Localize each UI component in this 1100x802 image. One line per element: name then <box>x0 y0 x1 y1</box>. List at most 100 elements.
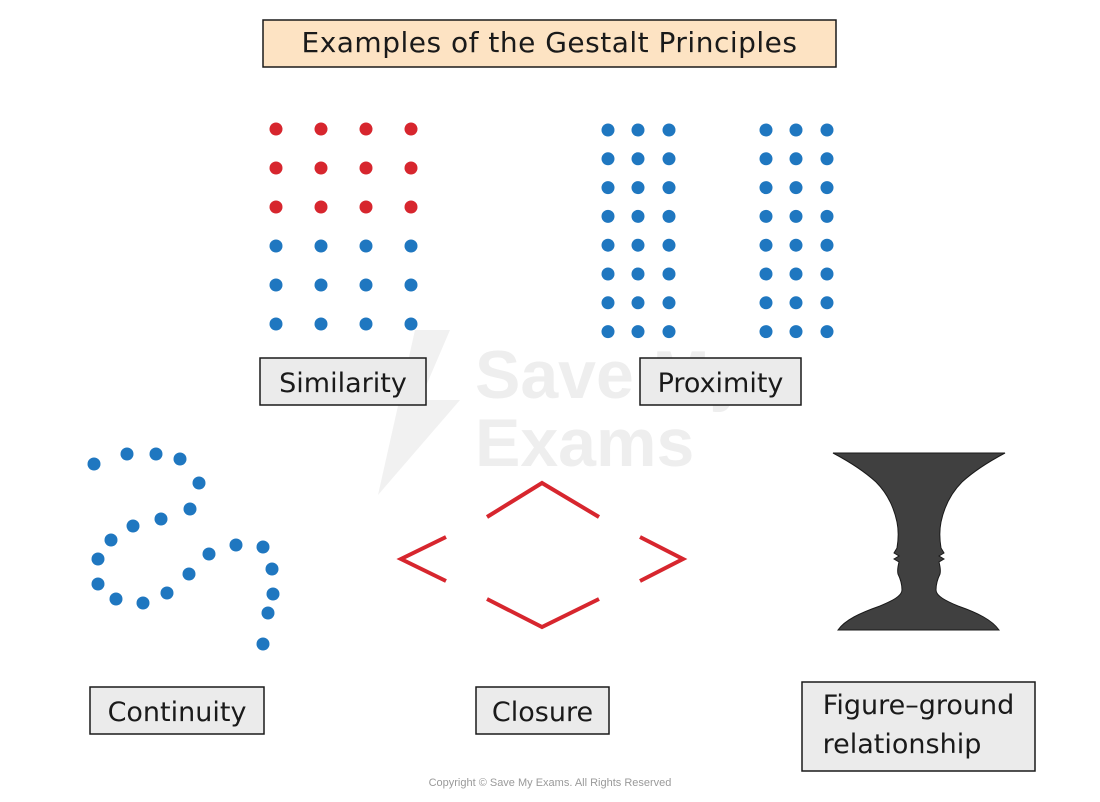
label-closure-text: Closure <box>492 697 593 728</box>
proximity-dot <box>759 181 773 195</box>
similarity-dot <box>359 122 373 136</box>
closure-top-roof <box>485 480 601 519</box>
proximity-dot-groups <box>601 123 834 339</box>
proximity-dot <box>631 209 645 223</box>
continuity-dot <box>173 452 187 466</box>
proximity-dot <box>662 267 676 281</box>
continuity-dot <box>104 533 118 547</box>
proximity-dot <box>631 123 645 137</box>
similarity-dot <box>359 278 373 292</box>
proximity-dot <box>759 209 773 223</box>
continuity-dot <box>265 562 279 576</box>
similarity-dot <box>359 200 373 214</box>
similarity-dot <box>404 200 418 214</box>
continuity-dot <box>266 587 280 601</box>
proximity-dot <box>601 152 615 166</box>
continuity-dot <box>136 596 150 610</box>
proximity-dot <box>759 267 773 281</box>
proximity-dot <box>820 123 834 137</box>
proximity-dot <box>820 152 834 166</box>
label-figure-ground: Figure–ground relationship <box>801 681 1036 772</box>
proximity-dot <box>789 267 803 281</box>
similarity-dot <box>359 317 373 331</box>
continuity-dot <box>261 606 275 620</box>
proximity-dot <box>789 181 803 195</box>
proximity-dot <box>662 296 676 310</box>
continuity-dot <box>229 538 243 552</box>
label-closure: Closure <box>475 686 610 735</box>
proximity-dot <box>662 238 676 252</box>
label-figure-ground-line-2: relationship <box>823 729 982 760</box>
proximity-dot <box>789 123 803 137</box>
proximity-dot <box>759 238 773 252</box>
similarity-dot <box>314 317 328 331</box>
similarity-dot <box>404 278 418 292</box>
label-continuity-text: Continuity <box>108 697 247 728</box>
proximity-dot <box>820 238 834 252</box>
continuity-dot <box>126 519 140 533</box>
proximity-dot <box>601 238 615 252</box>
proximity-dot <box>601 296 615 310</box>
similarity-dot <box>269 200 283 214</box>
similarity-dot <box>269 122 283 136</box>
continuity-dot <box>91 577 105 591</box>
proximity-dot <box>662 123 676 137</box>
continuity-dot <box>87 457 101 471</box>
rubin-vase-silhouette <box>832 452 1006 631</box>
watermark-line-2: Exams <box>475 405 694 481</box>
proximity-dot <box>820 325 834 339</box>
proximity-dot <box>631 181 645 195</box>
similarity-dot <box>269 317 283 331</box>
continuity-dot <box>182 567 196 581</box>
continuity-dot <box>149 447 163 461</box>
proximity-dot <box>631 238 645 252</box>
continuity-dot <box>256 540 270 554</box>
proximity-dot <box>601 123 615 137</box>
proximity-dot <box>820 296 834 310</box>
proximity-dot <box>631 267 645 281</box>
similarity-dot <box>314 161 328 175</box>
similarity-dot <box>314 200 328 214</box>
proximity-dot <box>662 325 676 339</box>
proximity-dot <box>820 181 834 195</box>
similarity-dot <box>404 239 418 253</box>
proximity-dot <box>601 267 615 281</box>
similarity-dot <box>404 317 418 331</box>
proximity-dot <box>789 152 803 166</box>
proximity-dot <box>631 296 645 310</box>
proximity-dot <box>789 209 803 223</box>
label-similarity-text: Similarity <box>279 368 407 399</box>
label-similarity: Similarity <box>259 357 427 406</box>
similarity-dot <box>269 278 283 292</box>
continuity-dot <box>256 637 270 651</box>
similarity-dot <box>269 239 283 253</box>
similarity-dot <box>314 278 328 292</box>
continuity-dot <box>192 476 206 490</box>
label-continuity: Continuity <box>89 686 265 735</box>
diagram-title: Examples of the Gestalt Principles <box>302 26 798 59</box>
continuity-dot <box>160 586 174 600</box>
proximity-dot <box>601 209 615 223</box>
label-proximity: Proximity <box>639 357 802 406</box>
continuity-dot <box>120 447 134 461</box>
continuity-dot-curve <box>87 447 280 651</box>
proximity-dot <box>759 325 773 339</box>
continuity-dot <box>202 547 216 561</box>
watermark-bolt-icon <box>378 330 460 495</box>
similarity-dot <box>314 122 328 136</box>
similarity-dot <box>359 239 373 253</box>
proximity-dot <box>789 296 803 310</box>
similarity-dot <box>269 161 283 175</box>
similarity-dot <box>404 161 418 175</box>
copyright-notice: Copyright © Save My Exams. All Rights Re… <box>429 777 672 789</box>
proximity-dot <box>759 296 773 310</box>
label-figure-ground-line-1: Figure–ground <box>823 690 1014 721</box>
similarity-dot <box>404 122 418 136</box>
title-box: Examples of the Gestalt Principles <box>262 19 837 68</box>
proximity-dot <box>820 209 834 223</box>
watermark: Save My Exams <box>378 330 747 495</box>
proximity-dot <box>820 267 834 281</box>
proximity-dot <box>759 123 773 137</box>
closure-left-chevron <box>396 535 447 583</box>
